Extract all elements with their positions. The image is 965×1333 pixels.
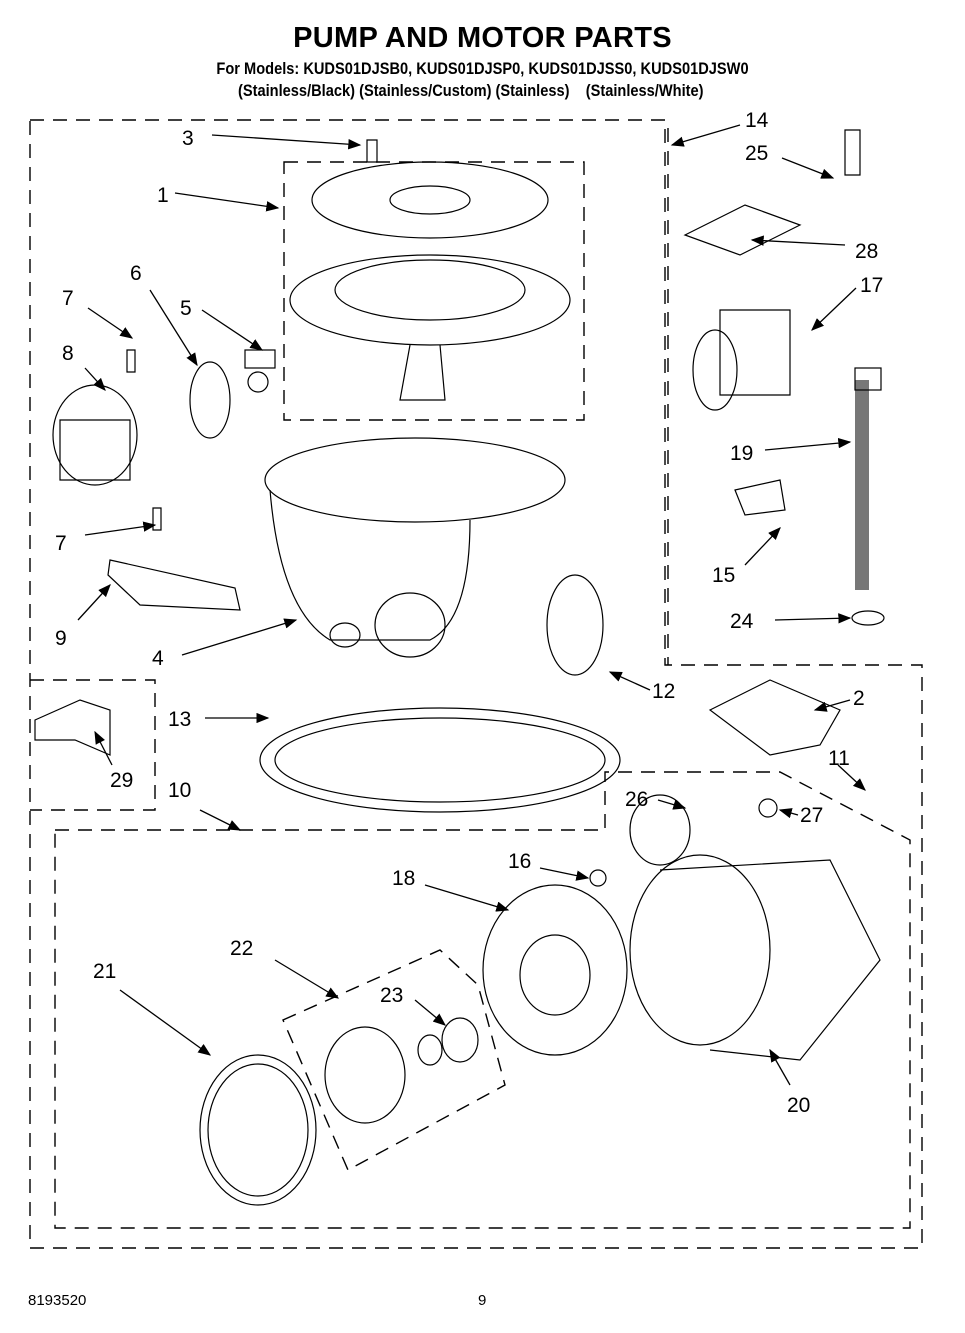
callout-9: 9	[55, 627, 67, 650]
callout-5: 5	[180, 297, 192, 320]
part-impeller-22	[324, 1026, 406, 1124]
part-sensor-17	[719, 309, 791, 396]
part-impeller-housing	[289, 254, 571, 346]
page-number: 9	[478, 1292, 487, 1309]
part-clip	[244, 349, 276, 369]
part-motor	[629, 854, 771, 1046]
part-capacitor-26	[629, 794, 691, 866]
part-shield-28	[683, 204, 802, 256]
callout-22: 22	[230, 937, 253, 960]
callout-7-upper: 7	[62, 287, 74, 310]
callout-1: 1	[157, 184, 169, 207]
callout-11: 11	[828, 747, 850, 770]
part-heater-motor	[52, 384, 138, 486]
colors-line: (Stainless/Black) (Stainless/Custom) (St…	[238, 81, 704, 100]
callout-27: 27	[800, 804, 823, 827]
callout-15: 15	[712, 564, 735, 587]
part-plug-27	[758, 798, 778, 818]
part-nut-16	[589, 869, 607, 887]
part-sump	[264, 437, 566, 523]
part-filter-top	[311, 161, 549, 239]
callout-28: 28	[855, 240, 878, 263]
callout-8: 8	[62, 342, 74, 365]
page-title: PUMP AND MOTOR PARTS	[293, 22, 672, 54]
callout-12: 12	[652, 680, 675, 703]
callout-23: 23	[380, 984, 403, 1007]
models-line: For Models: KUDS01DJSB0, KUDS01DJSP0, KU…	[216, 59, 749, 78]
callout-14: 14	[745, 109, 769, 132]
callout-4: 4	[152, 647, 164, 670]
part-screw-7a	[126, 349, 136, 373]
group-box-main	[29, 119, 923, 1249]
part-ring-21	[199, 1054, 317, 1206]
part-sensor-25	[844, 129, 861, 176]
group-box-impeller	[283, 161, 585, 421]
part-gasket-12	[546, 574, 604, 676]
group-box-motor	[54, 771, 911, 1229]
callout-6: 6	[130, 262, 142, 285]
part-clip-15	[734, 479, 786, 516]
callout-13: 13	[168, 708, 191, 731]
part-shield-2	[708, 679, 841, 756]
part-gasket-13	[259, 707, 621, 813]
callout-7-lower: 7	[55, 532, 67, 555]
callout-10: 10	[168, 779, 191, 802]
part-screw-3	[366, 139, 378, 163]
group-box-seal-kit	[282, 949, 506, 1171]
part-seal-23	[441, 1017, 479, 1063]
part-bracket-9	[107, 559, 241, 611]
document-number: 8193520	[28, 1292, 87, 1309]
callout-16: 16	[508, 850, 531, 873]
part-housing-18	[482, 884, 628, 1056]
callout-26: 26	[625, 788, 648, 811]
callout-19: 19	[730, 442, 753, 465]
callout-21: 21	[93, 960, 116, 983]
part-clamp-24	[851, 610, 885, 626]
callout-2: 2	[853, 687, 865, 710]
part-bracket-29	[34, 699, 111, 756]
callout-25: 25	[745, 142, 768, 165]
callout-20: 20	[787, 1094, 810, 1117]
callout-29: 29	[110, 769, 133, 792]
part-chopper	[189, 361, 231, 439]
callout-3: 3	[182, 127, 194, 150]
callout-18: 18	[392, 867, 415, 890]
part-screw-7b	[152, 507, 162, 531]
callout-17: 17	[860, 274, 883, 297]
callout-24: 24	[730, 610, 754, 633]
